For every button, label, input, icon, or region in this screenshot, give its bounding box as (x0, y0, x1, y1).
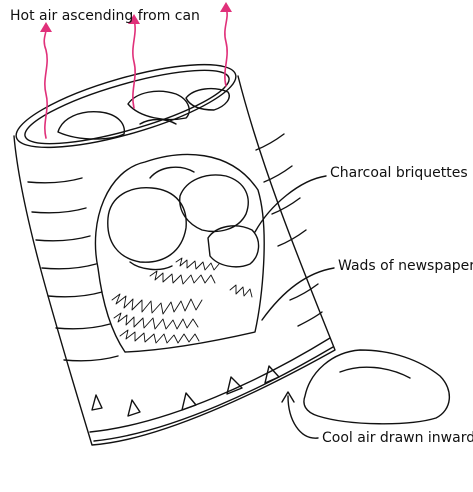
rock (303, 349, 450, 425)
vent-triangles (91, 365, 280, 417)
cool-air-arrowhead (281, 391, 295, 403)
can-bottom-rim-2 (93, 346, 334, 442)
label-cool-air: Cool air drawn inward (322, 430, 473, 446)
top-briquettes (57, 87, 230, 140)
hot-air-arrow-1 (43, 29, 48, 139)
leader-charcoal (254, 175, 327, 233)
hot-air-arrowheads (40, 2, 232, 32)
hot-air-arrows (43, 7, 228, 139)
leader-newspaper (261, 267, 335, 321)
window-briquettes (107, 166, 260, 271)
can-window-outline (94, 153, 265, 353)
can-body (13, 75, 336, 446)
rock-detail (339, 366, 411, 379)
hot-air-arrow-2 (132, 19, 136, 109)
can-top-rim-inner (24, 69, 230, 145)
newspaper-wads (111, 257, 253, 344)
hot-air-arrow-3 (224, 7, 228, 87)
can-ribs (27, 133, 323, 362)
can-bottom-rim (89, 337, 331, 433)
label-newspaper: Wads of newspaper (338, 258, 473, 274)
leader-cool-air (287, 395, 319, 439)
label-hot-air: Hot air ascending from can (10, 8, 200, 24)
label-charcoal: Charcoal briquettes (330, 165, 468, 181)
can-top-rim (15, 63, 237, 149)
